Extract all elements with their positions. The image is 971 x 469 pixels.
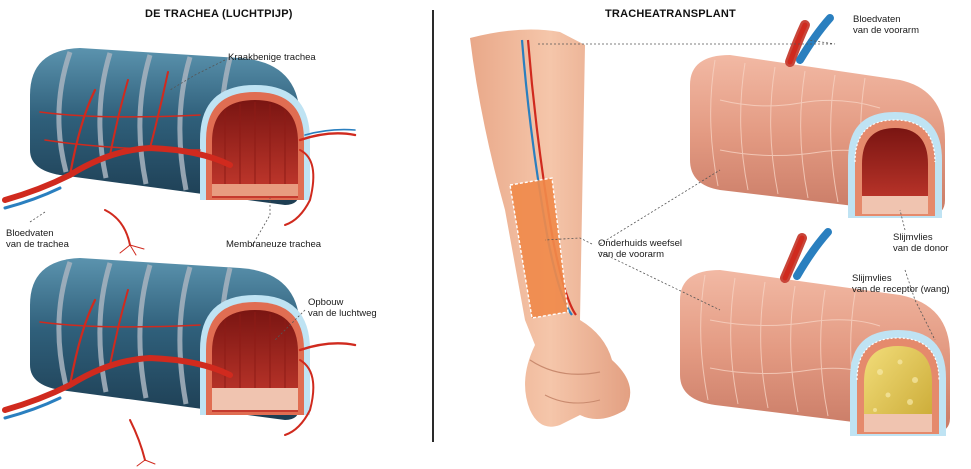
trachea-upper xyxy=(5,48,355,255)
panel-divider xyxy=(432,10,434,442)
label-donor-mucosa-line2: van de donor xyxy=(893,243,948,254)
transplant-lower xyxy=(680,232,950,436)
label-airway-structure-line1: Opbouw xyxy=(308,297,377,308)
label-subcutaneous-tissue-line1: Onderhuids weefsel xyxy=(598,238,682,249)
label-receptor-mucosa-line1: Slijmvlies xyxy=(852,273,950,284)
label-forearm-vessels-line2: van de voorarm xyxy=(853,25,919,36)
left-panel-title: DE TRACHEA (LUCHTPIJP) xyxy=(145,8,293,20)
label-subcutaneous-tissue-line2: van de voorarm xyxy=(598,249,682,260)
label-receptor-mucosa: Slijmvlies van de receptor (wang) xyxy=(852,273,950,295)
label-tracheal-vessels-line2: van de trachea xyxy=(6,239,69,250)
label-donor-mucosa-line1: Slijmvlies xyxy=(893,232,948,243)
transplant-upper xyxy=(690,18,945,218)
label-receptor-mucosa-line2: van de receptor (wang) xyxy=(852,284,950,295)
label-forearm-vessels: Bloedvaten van de voorarm xyxy=(853,14,919,36)
label-membranous-trachea: Membraneuze trachea xyxy=(226,239,321,250)
right-panel-title: TRACHEATRANSPLANT xyxy=(605,8,736,20)
label-forearm-vessels-line1: Bloedvaten xyxy=(853,14,919,25)
trachea-lower xyxy=(5,258,355,466)
label-airway-structure: Opbouw van de luchtweg xyxy=(308,297,377,319)
trachea-lower-cross-section xyxy=(200,295,310,415)
label-donor-mucosa: Slijmvlies van de donor xyxy=(893,232,948,254)
trachea-upper-cross-section xyxy=(200,85,310,200)
label-tracheal-vessels-line1: Bloedvaten xyxy=(6,228,69,239)
label-subcutaneous-tissue: Onderhuids weefsel van de voorarm xyxy=(598,238,682,260)
label-cartilaginous-trachea: Kraakbenige trachea xyxy=(228,52,316,63)
forearm xyxy=(470,30,630,427)
label-tracheal-vessels: Bloedvaten van de trachea xyxy=(6,228,69,250)
label-airway-structure-line2: van de luchtweg xyxy=(308,308,377,319)
